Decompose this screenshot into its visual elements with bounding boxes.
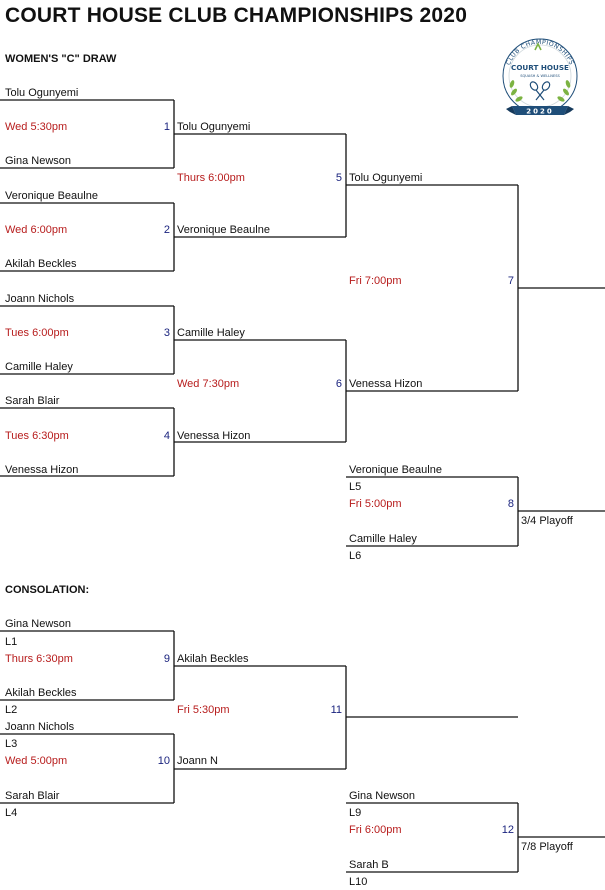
match-number: 4 <box>163 430 170 442</box>
player-name: Sarah B <box>349 859 389 871</box>
player-name: Sarah Blair <box>5 395 60 407</box>
consolation-heading: CONSOLATION: <box>5 584 90 596</box>
laurel-icon <box>509 80 571 102</box>
player-name: Veronique Beaulne <box>349 464 442 476</box>
match-time: Fri 5:30pm <box>177 704 230 716</box>
match-time: Thurs 6:30pm <box>5 653 73 665</box>
match-time: Wed 7:30pm <box>177 378 240 390</box>
match-number: 2 <box>163 224 170 236</box>
match-number: 11 <box>330 704 342 716</box>
loser-ref: L9 <box>349 807 362 819</box>
player-name: Joann Nichols <box>5 721 75 733</box>
match-time: Wed 5:30pm <box>5 121 68 133</box>
match-number: 1 <box>163 121 170 133</box>
logo-check-icon <box>534 42 542 51</box>
logo-year: 2020 <box>526 108 553 116</box>
player-name: Akilah Beckles <box>5 687 77 699</box>
match-time: Tues 6:00pm <box>5 327 69 339</box>
match-time: Fri 6:00pm <box>349 824 402 836</box>
match-time: Wed 6:00pm <box>5 224 68 236</box>
player-name: Tolu Ogunyemi <box>177 121 251 133</box>
player-name: Tolu Ogunyemi <box>349 172 423 184</box>
club-logo: CLUB CHAMPIONSHIPS COURT HOUSE SQUASH & … <box>502 38 578 116</box>
logo-ribbon <box>512 106 568 115</box>
player-name: Akilah Beckles <box>177 653 249 665</box>
draw-heading: WOMEN'S "C" DRAW <box>5 53 117 65</box>
player-name: Tolu Ogunyemi <box>5 87 79 99</box>
match-number: 9 <box>163 653 170 665</box>
player-name: Venessa Hizon <box>5 464 79 476</box>
page-title: COURT HOUSE CLUB CHAMPIONSHIPS 2020 <box>5 4 468 27</box>
match-time: Fri 7:00pm <box>349 275 402 287</box>
match-time: Tues 6:30pm <box>5 430 69 442</box>
crossed-rackets-icon <box>529 81 551 101</box>
player-name: Joann Nichols <box>5 293 75 305</box>
player-name: Veronique Beaulne <box>177 224 270 236</box>
loser-ref: L3 <box>5 738 18 750</box>
match-time: Wed 5:00pm <box>5 755 68 767</box>
match-number: 7 <box>507 275 514 287</box>
loser-ref: L4 <box>5 807 18 819</box>
loser-ref: L10 <box>349 876 368 888</box>
player-name: Akilah Beckles <box>5 258 77 270</box>
player-name: Camille Haley <box>177 327 245 339</box>
player-name: Camille Haley <box>349 533 417 545</box>
logo-name: COURT HOUSE <box>511 63 569 72</box>
player-name: Sarah Blair <box>5 790 60 802</box>
match-number: 5 <box>335 172 342 184</box>
player-name: Gina Newson <box>5 155 72 167</box>
match-number: 10 <box>157 755 170 767</box>
player-name: Gina Newson <box>349 790 416 802</box>
player-name: Joann N <box>177 755 218 767</box>
match-number: 3 <box>163 327 170 339</box>
player-name: Venessa Hizon <box>349 378 423 390</box>
playoff-label: 7/8 Playoff <box>521 841 573 853</box>
loser-ref: L1 <box>5 636 18 648</box>
match-time: Fri 5:00pm <box>349 498 402 510</box>
loser-ref: L2 <box>5 704 18 716</box>
match-number: 8 <box>507 498 514 510</box>
match-number: 12 <box>501 824 514 836</box>
match-number: 6 <box>335 378 342 390</box>
player-name: Camille Haley <box>5 361 73 373</box>
logo-tagline: SQUASH & WELLNESS <box>520 74 560 78</box>
player-name: Venessa Hizon <box>177 430 251 442</box>
loser-ref: L6 <box>349 550 362 562</box>
player-name: Gina Newson <box>5 618 72 630</box>
loser-ref: L5 <box>349 481 362 493</box>
match-time: Thurs 6:00pm <box>177 172 245 184</box>
player-name: Veronique Beaulne <box>5 190 98 202</box>
playoff-label: 3/4 Playoff <box>521 515 573 527</box>
